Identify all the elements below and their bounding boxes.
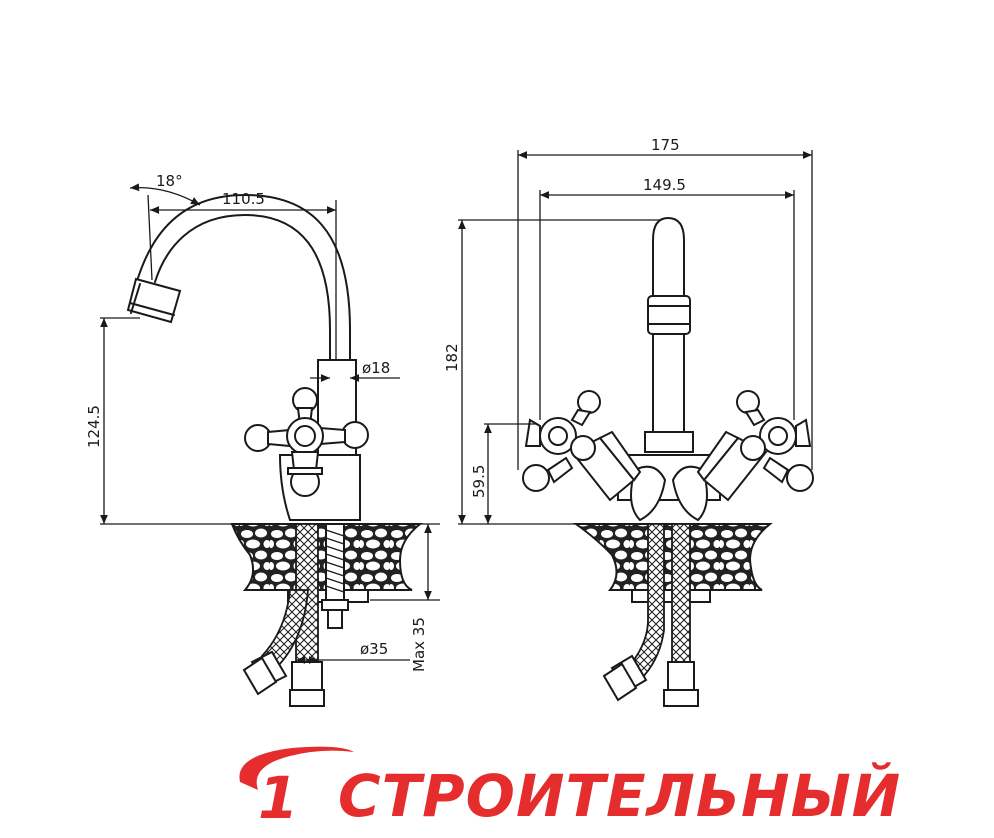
angle-label: 18° [156,172,183,190]
hose-front-right [671,523,691,663]
aerator-ring [647,295,691,335]
side-view: 18° 110.5 ø18 124.5 ø35 Max 35 [85,172,440,707]
spout-outline [154,214,331,361]
max-thickness-label: Max 35 [410,617,428,672]
pipe-diameter-label: ø18 [362,359,390,377]
spout-height-label: 124.5 [85,405,103,448]
logo-swoosh [239,746,354,790]
threaded-stud [321,523,349,629]
handle-span-label: 149.5 [643,176,686,194]
left-cross-handle-icon [522,390,601,492]
cross-handle-icon [244,387,369,497]
thread-diameter-label: ø35 [360,640,388,658]
brand-logo: 1 СТРОИТЕЛЬНЫЙ [239,746,901,832]
overall-width-label: 175 [651,136,680,154]
hose-nut [291,661,323,691]
hose-nut-front [667,661,695,691]
handle-height-label: 59.5 [470,465,488,498]
front-view: 175 149.5 182 59.5 [443,136,814,707]
right-cross-handle-icon [736,390,814,492]
aerator [126,277,182,324]
spout-reach-label: 110.5 [222,190,265,208]
overall-height-label: 182 [443,343,461,372]
logo-word: СТРОИТЕЛЬНЫЙ [338,761,901,830]
spout-inner [137,194,351,361]
logo-numeral: 1 [258,764,299,832]
